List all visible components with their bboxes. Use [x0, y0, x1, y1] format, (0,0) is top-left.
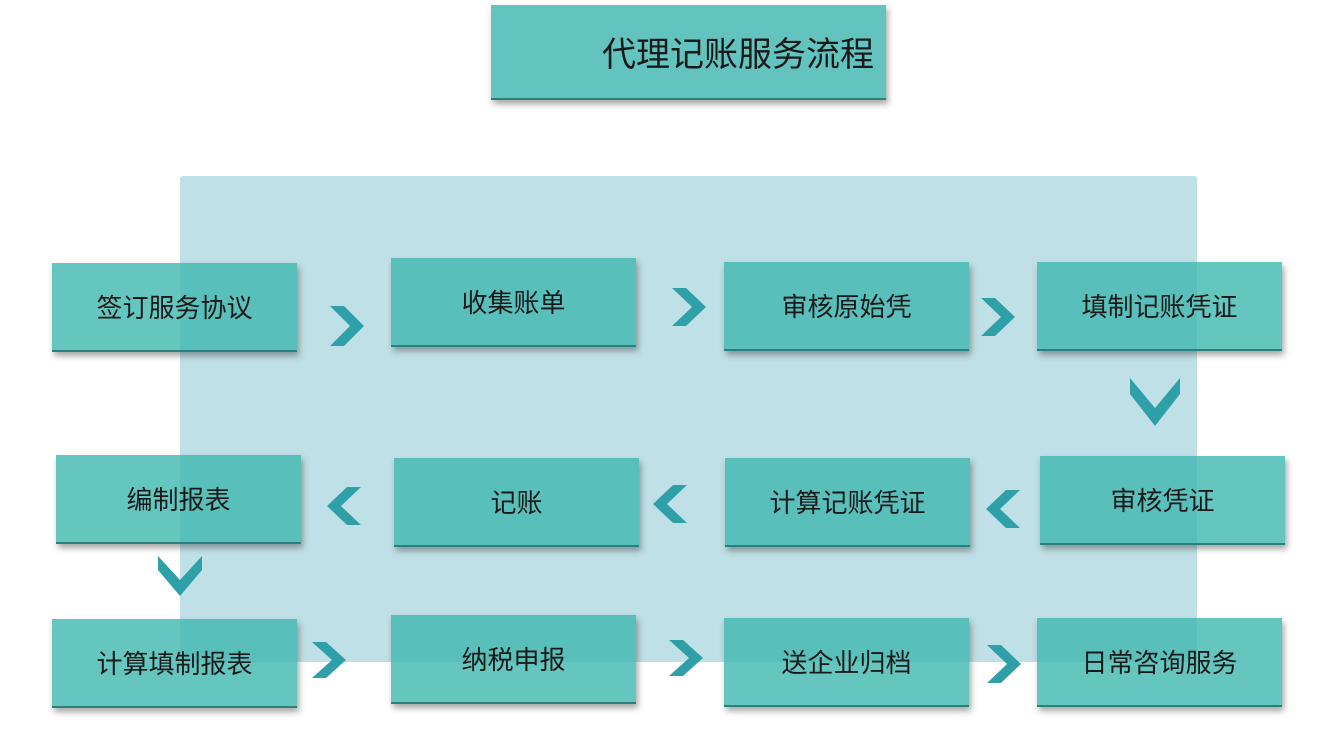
step-calc-voucher: 计算记账凭证 [725, 458, 970, 547]
step-daily-consulting: 日常咨询服务 [1037, 618, 1282, 707]
background-panel [180, 176, 1197, 662]
chevron-right-icon [987, 645, 1021, 683]
chevron-down-icon [1130, 378, 1180, 426]
step-fill-voucher: 填制记账凭证 [1037, 262, 1282, 351]
step-sign-agreement: 签订服务协议 [52, 263, 297, 352]
step-bookkeeping: 记账 [394, 458, 639, 547]
step-compile-report: 编制报表 [56, 455, 301, 544]
chevron-right-icon [312, 642, 346, 678]
chevron-right-icon [672, 288, 706, 326]
step-collect-bills: 收集账单 [391, 258, 636, 347]
step-review-original: 审核原始凭 [724, 262, 969, 351]
chevron-left-icon [327, 487, 361, 525]
chevron-left-icon [986, 490, 1020, 528]
diagram-title: 代理记账服务流程 [491, 5, 886, 100]
chevron-right-icon [981, 298, 1015, 336]
chevron-right-icon [669, 640, 703, 676]
chevron-left-icon [653, 485, 687, 523]
step-tax-filing: 纳税申报 [391, 615, 636, 704]
step-calc-fill-report: 计算填制报表 [52, 619, 297, 708]
step-archive: 送企业归档 [724, 618, 969, 707]
chevron-down-icon [158, 556, 202, 596]
chevron-right-icon [330, 306, 364, 346]
step-review-voucher: 审核凭证 [1040, 456, 1285, 545]
